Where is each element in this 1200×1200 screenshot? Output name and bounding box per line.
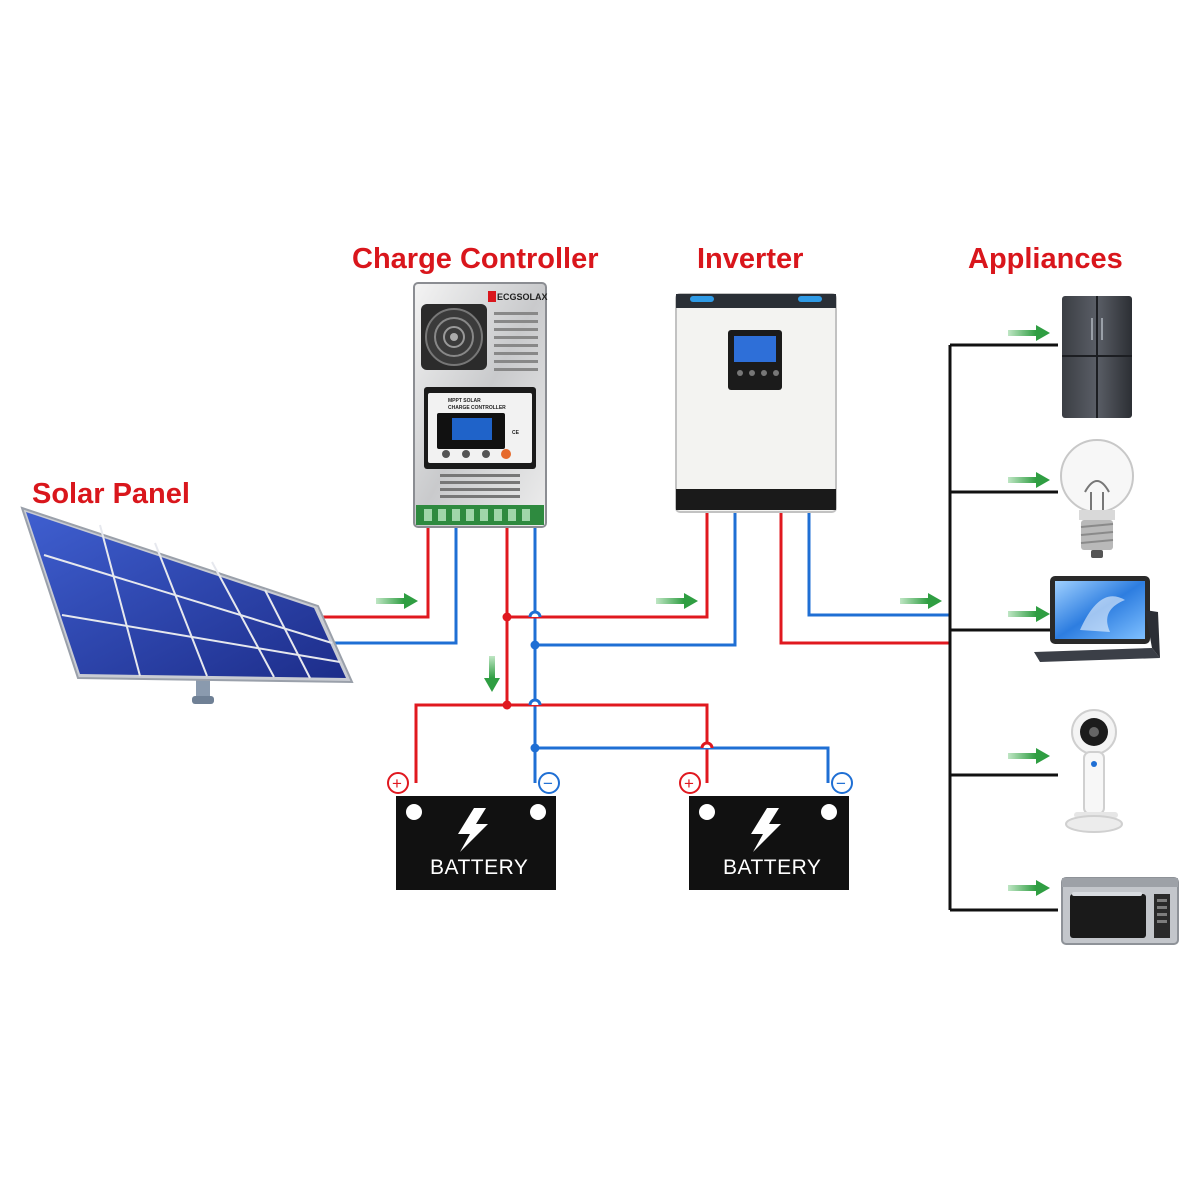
positive-terminal-icon [679, 772, 701, 794]
battery-positive-bus [414, 703, 709, 783]
tablet-icon [1034, 576, 1160, 662]
wire-crossover [700, 741, 714, 749]
fan-grille [421, 304, 487, 370]
battery-2-label: BATTERY [723, 856, 821, 879]
solar-positive-wire [318, 526, 430, 619]
battery-1: BATTERY + − [387, 772, 560, 890]
wiring [318, 343, 1058, 912]
inverter-image [675, 293, 837, 513]
inverter-title: Inverter [697, 243, 803, 275]
controller-button[interactable] [501, 449, 511, 459]
flow-arrow-tablet [1008, 606, 1050, 622]
flow-arrows [376, 325, 1050, 896]
inverter-lcd [734, 336, 776, 362]
solar-panel-title: Solar Panel [32, 478, 190, 510]
battery-1-plus: + [392, 774, 402, 793]
charge-controller-title: Charge Controller [352, 243, 599, 275]
flow-arrow-refrigerator [1008, 325, 1050, 341]
ce-mark: CE [512, 430, 520, 436]
junction-dot [530, 743, 540, 753]
lightning-icon [458, 808, 488, 852]
junction-dot [502, 700, 512, 710]
flow-arrow-fan [1008, 748, 1050, 764]
battery-2-minus: − [836, 774, 846, 793]
solar-panel-image [20, 506, 354, 704]
wire-crossover [528, 698, 542, 706]
battery-negative-bus [533, 746, 830, 783]
controller-panel-line1: MPPT SOLAR [448, 398, 481, 404]
controller-lcd [452, 418, 492, 440]
junction-dot [530, 640, 540, 650]
flow-arrow-ac [900, 593, 942, 609]
charge-controller-image: ECGSOLAX MPPT SOLAR CHARGE CONTROLLER CE [413, 282, 548, 528]
battery-1-minus: − [543, 774, 553, 793]
inverter-button[interactable] [737, 370, 743, 376]
light-bulb-icon [1060, 439, 1134, 558]
inverter-button[interactable] [749, 370, 755, 376]
negative-terminal-icon [538, 772, 560, 794]
brand-logo [488, 291, 496, 302]
controller-brand: ECGSOLAX [497, 292, 548, 302]
controller-button[interactable] [482, 450, 490, 458]
lightning-icon [751, 808, 781, 852]
appliances-title: Appliances [968, 243, 1123, 275]
battery-1-label: BATTERY [430, 856, 528, 879]
solar-negative-wire [318, 526, 458, 645]
battery-2-plus: + [684, 774, 694, 793]
flow-arrow-solar [376, 593, 418, 609]
inverter-button[interactable] [761, 370, 767, 376]
junction-dot [502, 612, 512, 622]
inverter-ac-neutral-wire [807, 510, 950, 617]
flow-arrow-bulb [1008, 472, 1050, 488]
fan-icon [1065, 709, 1123, 833]
inverter-button[interactable] [773, 370, 779, 376]
inverter-dc-negative-wire [535, 510, 737, 647]
flow-arrow-microwave [1008, 880, 1050, 896]
flow-arrow-battery [484, 656, 500, 692]
positive-terminal-icon [387, 772, 409, 794]
wire-crossover [528, 610, 542, 618]
flow-arrow-inverter [656, 593, 698, 609]
controller-button[interactable] [462, 450, 470, 458]
controller-panel-line2: CHARGE CONTROLLER [448, 405, 506, 411]
refrigerator-icon [1062, 296, 1132, 418]
inverter-dc-positive-wire [507, 510, 709, 619]
battery-2: BATTERY + − [679, 772, 853, 890]
negative-terminal-icon [831, 772, 853, 794]
inverter-ac-line-wire [779, 510, 950, 645]
microwave-icon [1061, 877, 1179, 945]
controller-button[interactable] [442, 450, 450, 458]
